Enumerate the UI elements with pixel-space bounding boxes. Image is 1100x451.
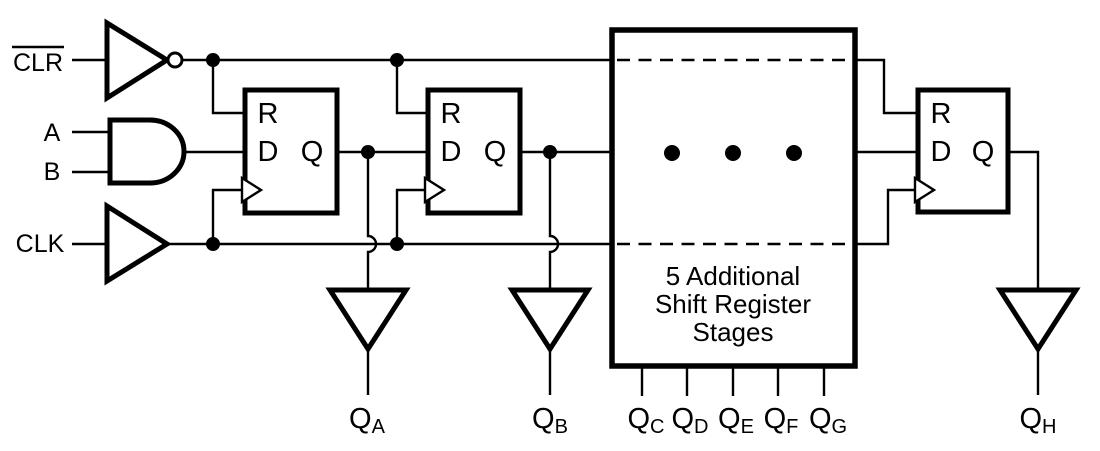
clk-input: CLK (16, 230, 107, 258)
qf-output-label: QF (764, 403, 799, 438)
junction-dot (543, 145, 557, 159)
ff3-clock-edge-icon (913, 175, 937, 205)
junction-dot (206, 237, 220, 251)
ff1-body (242, 87, 340, 216)
clr-to-ff2-reset-wire (395, 60, 428, 115)
qf-sub: F (786, 416, 798, 438)
clk-buffer-icon (104, 201, 172, 286)
ff1-reset-label: R (258, 98, 279, 130)
qe-output-label: QE (718, 403, 754, 438)
stage-box: 5 Additional Shift Register Stages (609, 27, 858, 396)
qa-base: Q (349, 403, 372, 435)
qa-output-label: QA (349, 403, 386, 438)
stage-box-body (609, 27, 858, 369)
clr-label: CLR (13, 49, 63, 77)
ff1-output-label: Q (301, 136, 324, 168)
junction-dot (206, 53, 220, 67)
qe-base: Q (718, 403, 741, 435)
flipflop-2: R D Q (423, 87, 523, 216)
qc-sub: C (650, 416, 664, 438)
ff2-reset-label: R (441, 98, 462, 130)
b-label: B (44, 158, 61, 186)
clk-to-ff2-clock-wire (395, 188, 428, 244)
qh-sub: H (1042, 416, 1056, 438)
b-input: B (44, 158, 110, 186)
not-gate-bubble-icon (166, 51, 184, 69)
qb-buffer-icon (507, 287, 593, 354)
a-label: A (44, 119, 61, 147)
stage-box-text-line3: Stages (693, 317, 774, 347)
qa-drop-wire-with-hop (366, 152, 378, 290)
clr-inverter (104, 18, 184, 103)
clk-label: CLK (16, 230, 65, 258)
ff2-data-label: D (441, 136, 462, 168)
ff2-body (425, 87, 523, 216)
junction-dot (390, 237, 404, 251)
not-gate-icon (104, 18, 172, 103)
qd-output-label: QD (671, 403, 708, 438)
stage-box-to-ff3-clock-wire (855, 188, 918, 246)
ellipsis-dot (786, 145, 802, 161)
qh-output-label: QH (1019, 403, 1056, 438)
stage-box-text-line2: Shift Register (655, 289, 811, 319)
ellipsis-dot (725, 145, 741, 161)
qg-base: Q (809, 403, 832, 435)
qb-base: Q (532, 403, 555, 435)
qe-sub: E (741, 416, 754, 438)
ff2-output-label: Q (484, 136, 507, 168)
qh-base: Q (1019, 403, 1042, 435)
clr-input: CLR (12, 45, 107, 77)
stage-box-text-line1: 5 Additional (666, 261, 800, 291)
flipflop-3: R D Q (913, 87, 1011, 215)
junction-dot (361, 145, 375, 159)
ellipsis-dot (664, 145, 680, 161)
ff3-q-to-qh-buffer-wire (1008, 150, 1040, 290)
stage-box-to-ff3-reset-wire (855, 58, 918, 115)
qb-drop-wire-with-hop (548, 152, 560, 290)
ff3-data-label: D (931, 136, 952, 168)
qa-buffer-icon (325, 287, 411, 354)
qa-sub: A (372, 416, 386, 438)
ff2-clock-edge-icon (423, 175, 447, 205)
qh-buffer-icon (995, 287, 1081, 354)
ff3-output-label: Q (972, 136, 995, 168)
clk-to-ff1-clock-wire (211, 188, 245, 244)
ff1-clock-edge-icon (240, 175, 264, 205)
qd-base: Q (671, 403, 694, 435)
junction-dot (390, 53, 404, 67)
flipflop-1: R D Q (240, 87, 340, 216)
qg-output-label: QG (809, 403, 847, 438)
ff1-data-label: D (258, 136, 279, 168)
ff3-reset-label: R (931, 98, 952, 130)
qc-output-label: QC (627, 403, 664, 438)
a-input: A (44, 119, 110, 147)
qb-sub: B (555, 416, 568, 438)
qb-output-label: QB (532, 403, 568, 438)
qc-base: Q (627, 403, 650, 435)
qg-sub: G (832, 416, 848, 438)
and-gate-icon (107, 117, 187, 186)
clr-to-ff1-reset-wire (211, 60, 245, 115)
qf-base: Q (764, 403, 787, 435)
qd-sub: D (694, 416, 708, 438)
